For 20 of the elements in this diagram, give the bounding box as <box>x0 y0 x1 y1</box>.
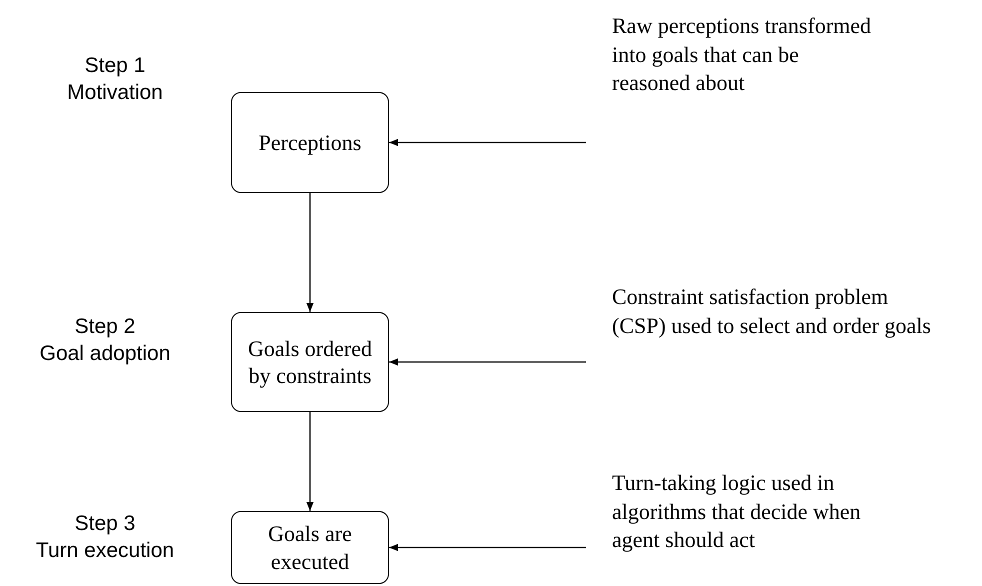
arrow <box>389 138 586 146</box>
step-label: Step 2 <box>74 314 136 340</box>
step-label: Step 1 <box>84 53 146 79</box>
annotation-text: Constraint satisfaction problem (CSP) used to select and order goals <box>612 283 942 340</box>
annotation-text: Turn-taking logic used in algorithms that decide when agent should act <box>612 469 872 555</box>
annotation-text: Raw perceptions transformed into goals that can be reasoned about <box>612 12 872 98</box>
box-label: Goals ordered by constraints <box>246 334 373 390</box>
process-box <box>231 92 389 193</box>
process-box <box>231 312 389 412</box>
step-label: Goal adoption <box>38 341 172 368</box>
step-label: Step 3 <box>74 511 136 537</box>
arrow <box>306 193 314 312</box>
box-label: Perceptions <box>258 128 362 156</box>
step-label: Turn execution <box>34 538 176 564</box>
process-box <box>231 511 389 584</box>
step-label: Motivation <box>66 80 164 106</box>
arrow <box>306 412 314 511</box>
arrow <box>389 358 586 366</box>
arrow <box>389 544 586 552</box>
box-label: Goals are executed <box>267 520 353 575</box>
